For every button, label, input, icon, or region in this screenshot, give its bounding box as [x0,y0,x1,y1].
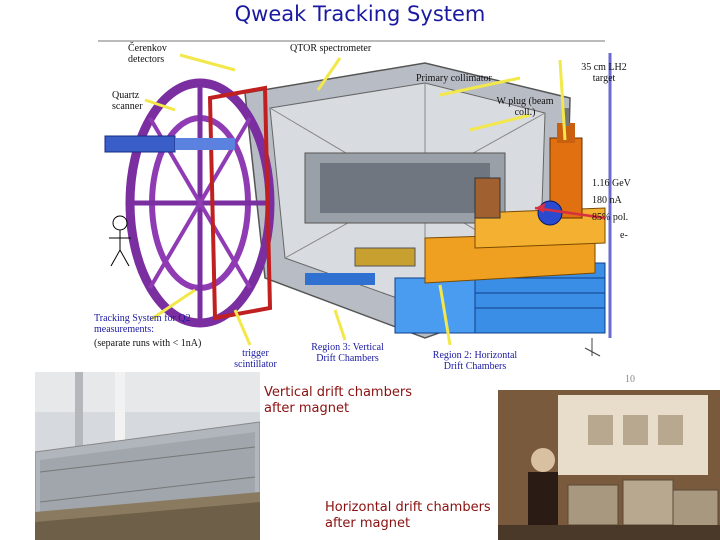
label-electron: e- [620,230,650,241]
label-target: 35 cm LH2 target [574,62,634,84]
label-beam-polarization: 85% pol. [592,212,662,223]
label-trigger-scintillator: trigger scintillator [228,348,283,370]
hdc-photo [498,390,720,540]
label-primary-collimator: Primary collimator [416,73,526,84]
label-w-plug: W plug (beam coll.) [494,96,556,118]
label-region3-vdc: Region 3: Vertical Drift Chambers [305,342,390,364]
slide-title: Qweak Tracking System [0,2,720,26]
label-quartz-scanner: Quartz scanner [112,90,157,112]
label-region2-hdc: Region 2: Horizontal Drift Chambers [425,350,525,372]
vdc-photo [35,372,260,540]
label-qtor-spectrometer: QTOR spectrometer [290,43,400,54]
vdc-caption: Vertical drift chambers after magnet [264,385,434,417]
label-beam-current: 180 nA [592,195,662,206]
page-number: 10 [625,374,645,385]
label-separate-runs: (separate runs with < 1nA) [94,338,234,349]
hdc-caption: Horizontal drift chambers after magnet [325,500,500,532]
label-tracking-system: Tracking System for Q2 measurements: [94,313,234,335]
label-cerenkov-detectors: Čerenkov detectors [128,43,188,65]
label-beam-energy: 1.16 GeV [592,178,662,189]
